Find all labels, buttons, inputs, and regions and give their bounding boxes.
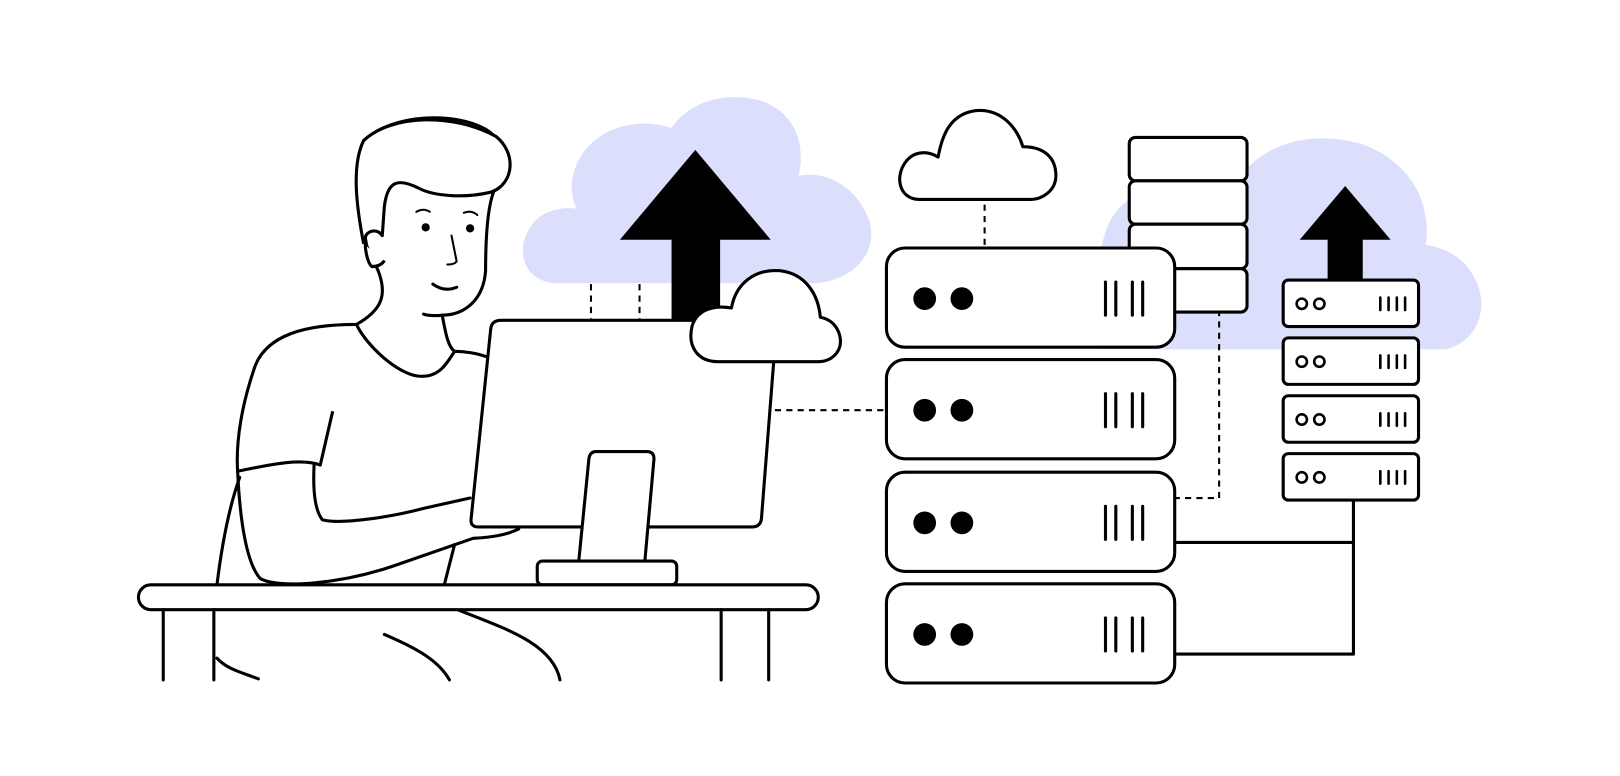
server-unit — [884, 358, 1177, 461]
upload-arrow-icon — [1299, 185, 1391, 282]
cloud-icon — [898, 109, 1058, 201]
network-cable — [1173, 499, 1355, 656]
dashed-connector-4 — [1174, 309, 1221, 500]
person — [215, 116, 562, 682]
server-unit — [1281, 278, 1421, 329]
monitor — [469, 318, 779, 587]
status-light — [913, 287, 937, 310]
status-light — [950, 398, 974, 422]
status-light — [913, 398, 937, 422]
server-unit — [884, 246, 1177, 349]
server-rack-icon — [884, 246, 1177, 685]
server-unit — [1281, 336, 1421, 386]
cloud-icon — [689, 269, 842, 364]
desk — [136, 583, 820, 682]
status-light — [950, 511, 974, 535]
status-light — [950, 623, 974, 646]
server-unit — [1281, 452, 1421, 502]
status-light — [913, 623, 937, 646]
status-light — [950, 287, 974, 310]
server-unit — [884, 470, 1177, 573]
server-rack-icon — [1281, 278, 1421, 502]
status-light — [913, 511, 937, 535]
server-unit — [884, 582, 1177, 685]
server-unit — [1281, 394, 1421, 444]
